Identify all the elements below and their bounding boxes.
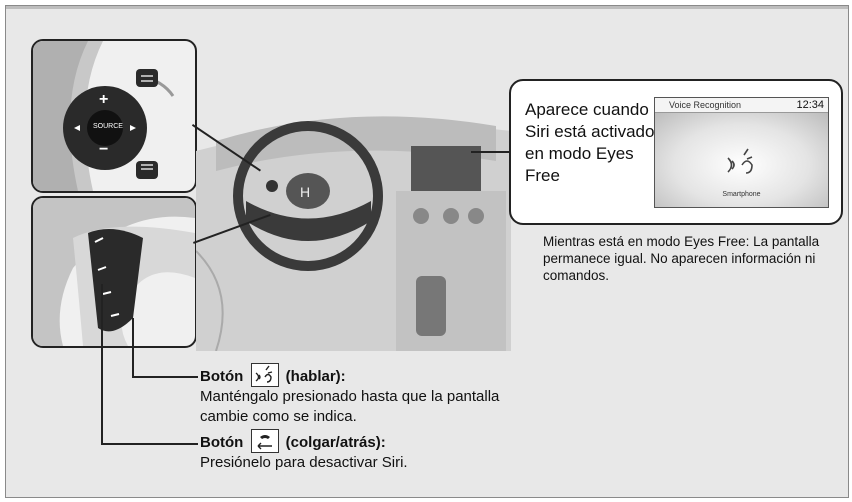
voice-talk-icon [255, 365, 272, 383]
hangup-button-suffix: (colgar/atrás): [285, 433, 386, 451]
hangup-key-icon [250, 429, 279, 453]
dashboard-illustration: H [196, 116, 511, 351]
callout-text: Aparece cuando Siri está activado en mod… [525, 100, 655, 185]
phone-controls-inset [31, 196, 197, 348]
hangup-button-description: Presiónelo para desactivar Siri. [200, 454, 408, 471]
voice-talk-icon [727, 148, 753, 174]
volume-down-label: − [99, 141, 109, 158]
screen-title: Voice Recognition [669, 100, 742, 110]
volume-up-label: + [99, 91, 109, 108]
hangup-button-label: Botón (colgar/atrás): [200, 429, 386, 455]
screen-clock: 12:34 [796, 99, 824, 111]
talk-button-description: Manténgalo presionado hasta que la panta… [200, 388, 500, 425]
hangup-button-horizontal-line [101, 443, 198, 445]
talk-button-suffix: (hablar): [285, 367, 346, 385]
display-screen: Voice Recognition 12:34 Smartphone [654, 97, 829, 208]
steering-controls-illustration [33, 41, 175, 191]
talk-button-label: Botón (hablar): [200, 363, 346, 389]
talk-button-horizontal-line [132, 376, 198, 378]
steering-controls-inset: SOURCE + − [31, 39, 197, 193]
eyes-free-note: Mientras está en modo Eyes Free: La pant… [543, 234, 820, 283]
callout-pointer [471, 151, 511, 153]
source-button-label: SOURCE [93, 123, 123, 130]
top-rule [6, 6, 848, 9]
hangup-button-vertical-line [101, 284, 103, 444]
talk-button-vertical-line [132, 318, 134, 377]
talk-button-prefix: Botón [200, 367, 244, 385]
screen-body: Smartphone [655, 113, 828, 207]
manual-page: SOURCE + − H Aparece cuando Siri está ac… [5, 5, 849, 498]
hang-up-back-icon [257, 435, 272, 450]
siri-screen-callout: Aparece cuando Siri está activado en mod… [509, 79, 843, 225]
phone-controls-illustration [33, 198, 195, 346]
talk-key-icon [250, 363, 279, 387]
screen-header: Voice Recognition 12:34 [655, 98, 828, 113]
screen-source-label: Smartphone [722, 191, 761, 198]
svg-text:H: H [300, 184, 310, 200]
hangup-button-prefix: Botón [200, 433, 244, 451]
